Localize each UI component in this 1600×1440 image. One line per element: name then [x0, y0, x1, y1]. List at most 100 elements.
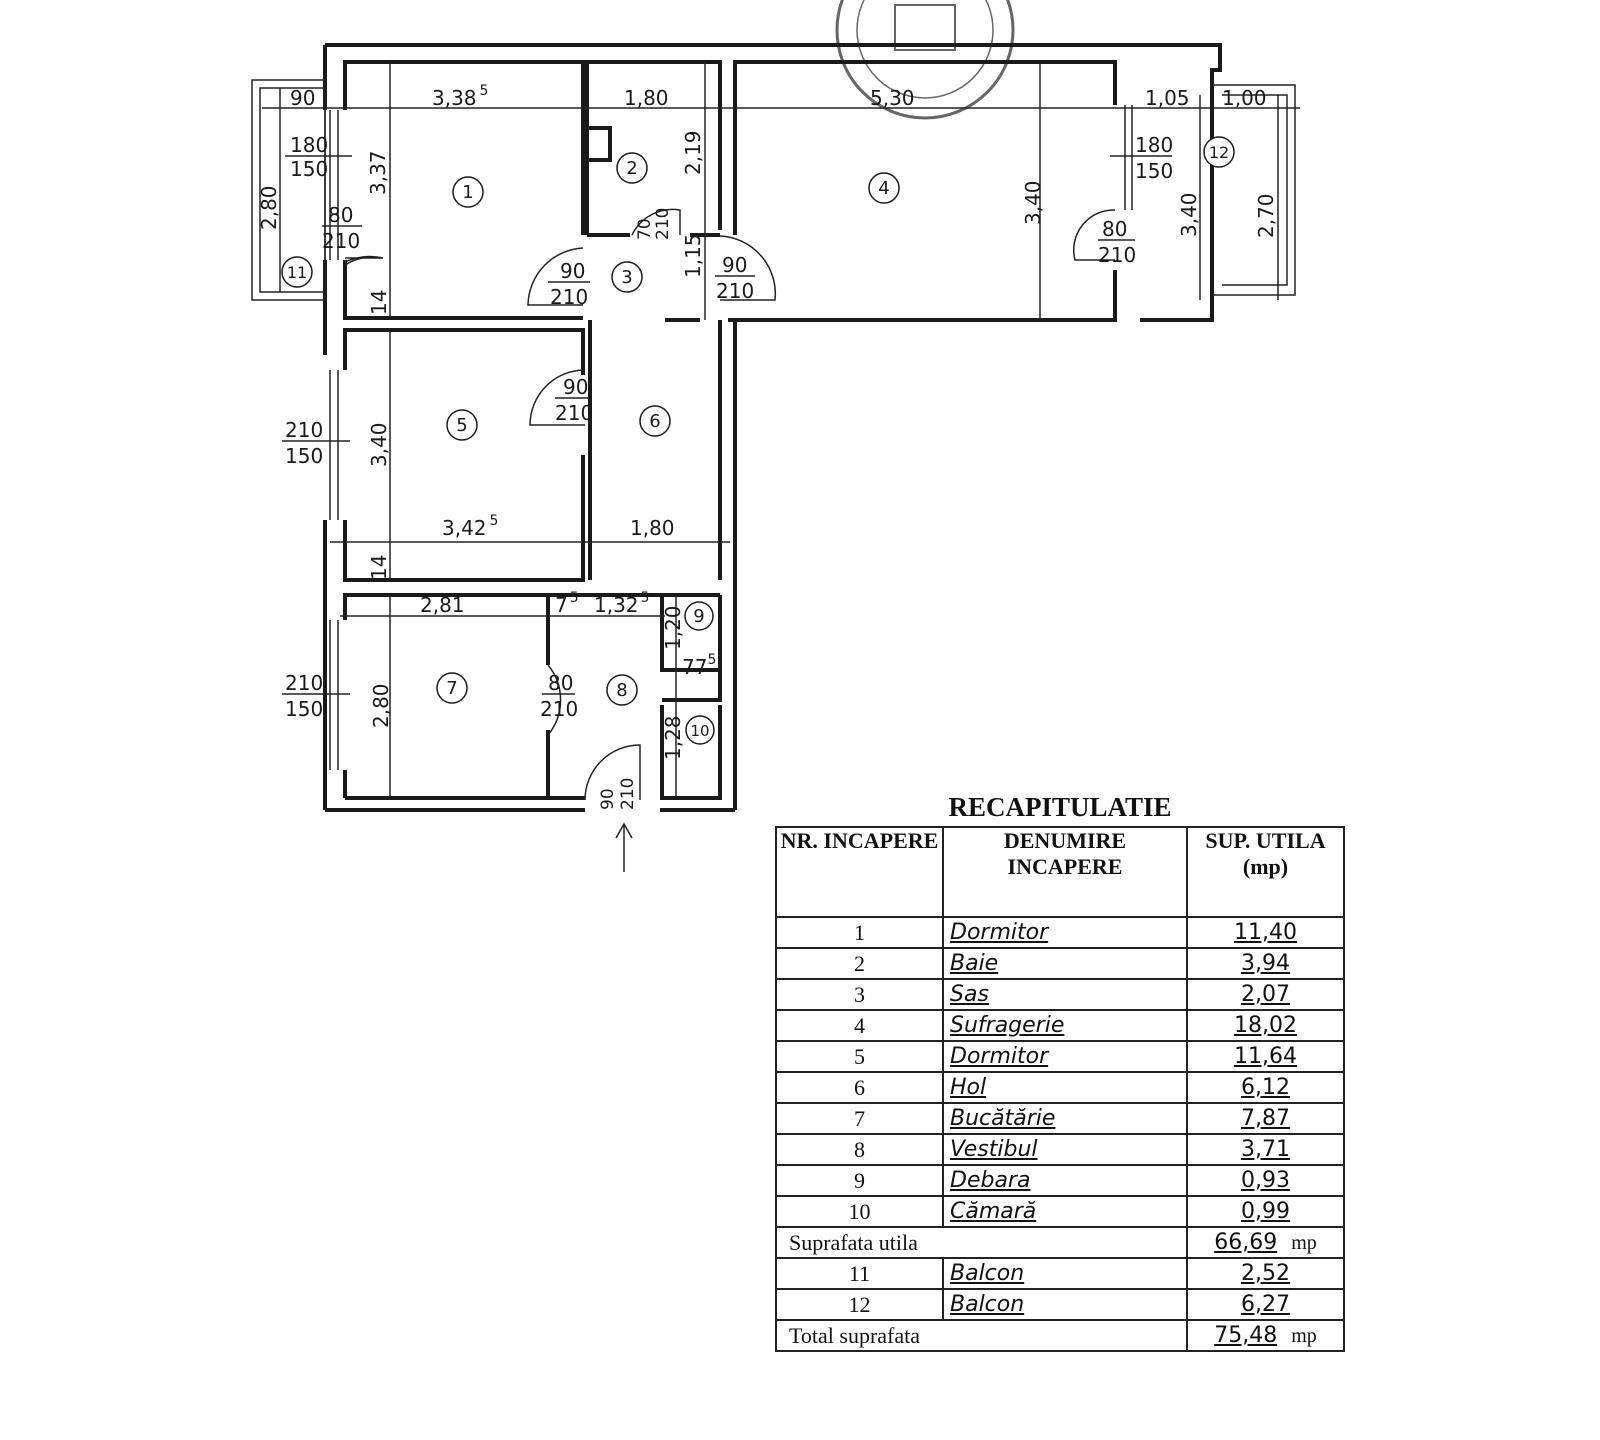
svg-text:90: 90 — [598, 788, 618, 810]
room-marker-11: 11 — [281, 256, 313, 288]
room-area: 3,94 — [1186, 947, 1345, 980]
svg-text:210: 210 — [540, 697, 578, 721]
cadastre-stamp — [835, 0, 1015, 120]
dim-label: 2,81 — [420, 593, 465, 617]
room-number: 2 — [775, 947, 944, 980]
svg-text:210: 210 — [550, 285, 588, 309]
dim-label: 3,40 — [367, 422, 391, 467]
svg-text:210: 210 — [1098, 243, 1136, 267]
room-marker-6: 6 — [639, 405, 671, 437]
svg-text:90: 90 — [563, 375, 588, 399]
total-label: Total suprafata — [775, 1319, 1188, 1352]
room-name: Debara — [942, 1164, 1188, 1197]
room-number: 5 — [775, 1040, 944, 1073]
svg-text:1: 1 — [462, 182, 473, 203]
svg-text:5: 5 — [456, 415, 467, 436]
room-area: 2,52 — [1186, 1257, 1345, 1290]
room-name: Dormitor — [942, 1040, 1188, 1073]
room-area: 11,40 — [1186, 916, 1345, 949]
table-title: RECAPITULATIE — [948, 792, 1172, 822]
room-marker-2: 2 — [616, 152, 648, 184]
room-number: 10 — [775, 1195, 944, 1228]
svg-text:8: 8 — [616, 680, 627, 701]
table-header: NR. INCAPERE DENUMIRE INCAPERE SUP. UTIL… — [775, 826, 1345, 918]
svg-text:210: 210 — [653, 208, 673, 240]
room-name: Sas — [942, 978, 1188, 1011]
room-number: 6 — [775, 1071, 944, 1104]
svg-text:150: 150 — [285, 444, 323, 468]
entrance-arrow-icon — [615, 822, 633, 872]
room-area: 3,71 — [1186, 1133, 1345, 1166]
svg-text:80: 80 — [1102, 217, 1127, 241]
room-area: 7,87 — [1186, 1102, 1345, 1135]
room-marker-12: 12 — [1203, 136, 1235, 168]
svg-text:10: 10 — [690, 722, 709, 740]
room-marker-1: 1 — [452, 176, 484, 208]
dim-label: 5,30 — [870, 86, 915, 110]
svg-text:180: 180 — [1135, 133, 1173, 157]
svg-text:70: 70 — [635, 218, 655, 240]
dim-label: 3,40 — [1177, 192, 1201, 237]
room-number: 1 — [775, 916, 944, 949]
dim-label: 3,37 — [366, 150, 390, 195]
room-marker-10: 10 — [685, 715, 715, 745]
svg-text:4: 4 — [878, 178, 889, 199]
room-name: Bucătărie — [942, 1102, 1188, 1135]
dim-label: 1,28 — [661, 715, 685, 760]
room-numbers: 1 2 3 4 5 6 7 8 9 10 11 12 — [281, 136, 1235, 745]
room-name: Baie — [942, 947, 1188, 980]
svg-text:6: 6 — [649, 411, 660, 432]
room-marker-3: 3 — [611, 261, 643, 293]
walls — [251, 43, 1300, 812]
room-number: 11 — [775, 1257, 944, 1290]
room-area: 0,93 — [1186, 1164, 1345, 1197]
svg-text:90: 90 — [722, 253, 747, 277]
svg-text:80: 80 — [328, 203, 353, 227]
dim-label: 1,20 — [661, 605, 685, 650]
svg-text:210: 210 — [618, 778, 638, 810]
svg-text:180: 180 — [290, 133, 328, 157]
svg-text:150: 150 — [1135, 159, 1173, 183]
room-number: 8 — [775, 1133, 944, 1166]
room-area: 6,12 — [1186, 1071, 1345, 1104]
room-marker-5: 5 — [446, 409, 478, 441]
room-name: Balcon — [942, 1257, 1188, 1290]
svg-text:9: 9 — [693, 606, 704, 627]
svg-text:210: 210 — [322, 229, 360, 253]
header-nr: NR. INCAPERE — [775, 826, 944, 918]
dim-label: 1,80 — [624, 86, 669, 110]
room-number: 4 — [775, 1009, 944, 1042]
room-number: 12 — [775, 1288, 944, 1321]
room-area: 18,02 — [1186, 1009, 1345, 1042]
room-marker-8: 8 — [606, 674, 638, 706]
svg-text:11: 11 — [287, 263, 307, 282]
svg-text:210: 210 — [555, 401, 593, 425]
header-area: SUP. UTILA (mp) — [1186, 826, 1345, 918]
room-area: 6,27 — [1186, 1288, 1345, 1321]
dim-label: 90 — [290, 86, 315, 110]
